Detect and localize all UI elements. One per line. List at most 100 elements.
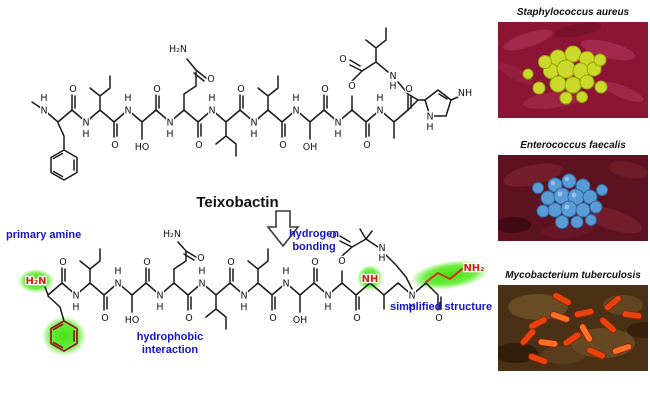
micrograph-label-enterococcus: Enterococcus faecalis	[520, 140, 626, 151]
texture-layer	[498, 161, 648, 239]
coccus-cell	[536, 204, 550, 218]
atom-label: O	[111, 140, 118, 151]
atom-label: N	[408, 291, 415, 302]
nh-highlight	[357, 265, 383, 291]
bacillus-cell	[519, 328, 537, 346]
coccus-cell	[589, 200, 603, 214]
down-arrow-shape	[266, 210, 300, 248]
atom-label: H	[208, 93, 215, 104]
highlight-layer	[18, 260, 490, 356]
atom-label: O	[405, 84, 412, 95]
atom-label: N	[426, 112, 433, 123]
coccus-cell	[549, 75, 567, 93]
atom-label: H	[376, 93, 383, 104]
teixobactin-structure: H N N H N H N H N H N H N H N H N H N H …	[31, 27, 473, 181]
texture-blob	[541, 346, 585, 364]
phenyl-highlight	[42, 316, 86, 356]
atom-label: O	[311, 257, 318, 268]
texture-blob	[498, 217, 531, 233]
atom-label: O	[348, 81, 355, 92]
carbonyl-bonds-down	[103, 295, 442, 311]
atom-label: N	[82, 118, 89, 129]
atom-label: O	[321, 84, 328, 95]
coccus-cell	[547, 202, 563, 218]
guanidine-ring-bonds	[438, 93, 459, 101]
atom-label: O	[185, 313, 192, 324]
atom-label: N	[156, 291, 163, 302]
hbond-nh-label: NH	[362, 274, 379, 285]
annotation-hydrogen-bonding: hydrogen bonding	[288, 228, 340, 253]
atom-label: H	[240, 302, 247, 313]
cell-highlight	[564, 176, 570, 182]
bacillus-cell	[586, 346, 606, 360]
atom-label: H	[426, 122, 433, 133]
cell-highlight	[571, 192, 577, 198]
bond-network	[31, 27, 459, 181]
bacillus-cell	[578, 323, 594, 343]
atom-label: H	[389, 81, 396, 92]
coccus-cell	[594, 80, 608, 94]
backbone-path	[44, 282, 439, 296]
bacillus-cell	[621, 310, 643, 320]
side-chain-bonds	[79, 241, 385, 330]
coccus-cell	[596, 184, 608, 196]
bacillus-cell	[611, 343, 633, 355]
coccus-cell	[576, 91, 588, 103]
atom-label: H	[124, 93, 131, 104]
annotation-hydrophobic-interaction: hydrophobic interaction	[136, 331, 204, 356]
atom-label: N	[240, 291, 247, 302]
bacillus-cell	[573, 307, 595, 319]
atom-label: H	[334, 129, 341, 140]
atom-label: H	[198, 266, 205, 277]
texture-blob	[554, 22, 602, 38]
atom-label: OH	[293, 315, 308, 326]
micrograph-column: Staphylococcus aureus	[498, 0, 648, 400]
coccus-cell	[570, 215, 584, 229]
coccus-cell	[532, 182, 544, 194]
micrograph-staphylococcus-aureus	[498, 22, 648, 118]
atom-label: H	[378, 253, 385, 264]
atom-labels: H₂N N H N H N H N H N H N H N H N H N H …	[24, 228, 486, 328]
atom-label: O	[353, 313, 360, 324]
atom-label: O	[435, 313, 442, 324]
atom-label: O	[195, 140, 202, 151]
atom-label: O	[329, 230, 336, 241]
coccus-cell	[522, 68, 534, 80]
atom-label: HO	[125, 315, 140, 326]
coccus-cell	[582, 189, 598, 205]
micrograph-label-staphylococcus: Staphylococcus aureus	[516, 7, 630, 18]
phenyl-ring	[50, 320, 78, 352]
texture-blob	[584, 206, 642, 234]
atom-label: N	[72, 291, 79, 302]
bacillus-cell	[599, 316, 617, 334]
atom-label: O	[338, 256, 345, 267]
annotation-simplified-structure: simplified structure	[390, 301, 493, 313]
amine-tail-highlight	[410, 260, 490, 290]
texture-blob	[498, 343, 538, 363]
atom-label: N	[334, 118, 341, 129]
atom-label: N	[40, 106, 47, 117]
cell-layer	[532, 173, 608, 229]
atom-label: N	[124, 106, 131, 117]
bacillus-cell	[604, 295, 622, 311]
phenyl-ring-inner-bonds	[52, 323, 75, 349]
atom-label: H	[82, 129, 89, 140]
atom-label: H₂N	[163, 229, 181, 240]
micrograph-mycobacterium-tuberculosis	[498, 285, 648, 371]
annotation-primary-amine: primary amine	[6, 229, 82, 241]
simplified-structure-drawing: H₂N N H N H N H N H N H N H N H N H N H …	[18, 228, 490, 356]
atom-label: N	[166, 118, 173, 129]
bacillus-cell	[528, 316, 548, 330]
coccus-cell	[585, 214, 597, 226]
coccus-cell	[579, 74, 595, 90]
primary-amine-label: H₂N	[25, 276, 46, 287]
atom-label: O	[207, 74, 214, 85]
atom-label: N	[378, 243, 385, 254]
coccus-cell	[575, 202, 591, 218]
atom-label: O	[153, 84, 160, 95]
benzyl-bond	[57, 122, 65, 151]
texture-blob	[608, 161, 648, 179]
atom-label: H	[166, 129, 173, 140]
macrocycle-bonds	[349, 27, 419, 110]
tail-amine-label: NH₂	[463, 263, 484, 274]
